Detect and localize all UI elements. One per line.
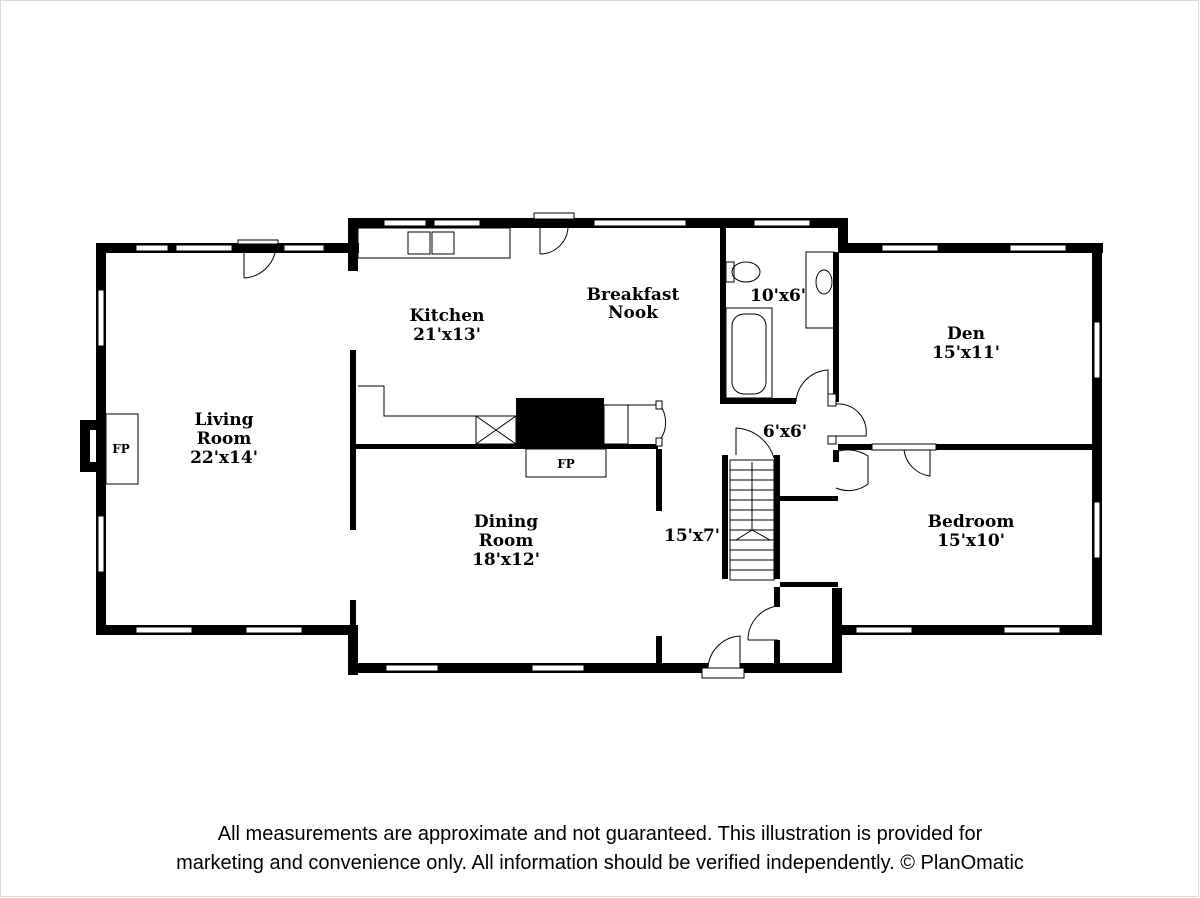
fp-label-living: FP xyxy=(112,442,130,456)
floor-plan: FP FP Living Room 22'x14' Kitchen 21'x13… xyxy=(80,212,1103,679)
room-label-stair-hall: 15'x7' xyxy=(664,526,720,546)
hall-dims: 6'x6' xyxy=(763,422,807,442)
bath-dims: 10'x6' xyxy=(750,286,806,306)
interior-walls xyxy=(350,228,1096,668)
bedroom-dims: 15'x10' xyxy=(937,531,1005,551)
room-label-hall: 6'x6' xyxy=(763,422,807,442)
room-label-kitchen: Kitchen 21'x13' xyxy=(410,306,485,345)
living-dims: 22'x14' xyxy=(190,448,258,468)
doors xyxy=(237,212,937,679)
staircase xyxy=(729,459,775,581)
windows xyxy=(97,219,1101,672)
room-label-breakfast: Breakfast Nook xyxy=(587,285,680,323)
bedroom-name: Bedroom xyxy=(928,512,1015,532)
dining-name-1: Dining xyxy=(474,512,538,532)
stair-hall-dims: 15'x7' xyxy=(664,526,720,546)
room-label-dining: Dining Room 18'x12' xyxy=(472,512,540,570)
living-name-1: Living xyxy=(195,410,254,430)
room-label-bath: 10'x6' xyxy=(750,286,806,306)
breakfast-name-2: Nook xyxy=(608,303,659,323)
bath-fixtures xyxy=(725,251,835,399)
den-dims: 15'x11' xyxy=(932,343,1000,363)
disclaimer-line-2: marketing and convenience only. All info… xyxy=(176,852,1024,874)
fireplace-dining: FP xyxy=(525,448,607,478)
living-name-2: Room xyxy=(197,429,252,449)
dining-dims: 18'x12' xyxy=(472,550,540,570)
den-name: Den xyxy=(947,324,985,344)
fireplace-living: FP xyxy=(105,413,139,485)
disclaimer-line-1: All measurements are approximate and not… xyxy=(217,823,983,845)
kitchen-name: Kitchen xyxy=(410,306,485,326)
disclaimer: All measurements are approximate and not… xyxy=(0,820,1200,878)
kitchen-dims: 21'x13' xyxy=(413,325,481,345)
kitchen-fixtures xyxy=(357,227,517,445)
room-label-bedroom: Bedroom 15'x10' xyxy=(928,512,1015,551)
breakfast-name-1: Breakfast xyxy=(587,285,680,305)
room-label-den: Den 15'x11' xyxy=(932,324,1000,363)
room-label-living: Living Room 22'x14' xyxy=(190,410,258,468)
fp-label-dining: FP xyxy=(557,457,575,471)
dining-name-2: Room xyxy=(479,531,534,551)
